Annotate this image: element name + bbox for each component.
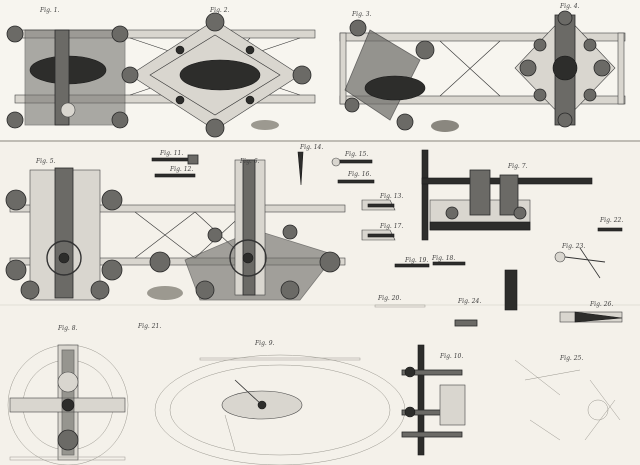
caption-fig-5: Fig. 5. (35, 158, 56, 165)
caption-fig-19: Fig. 19. (404, 257, 428, 264)
caption-fig-8: Fig. 8. (57, 325, 78, 332)
figure-4-drawing (514, 10, 616, 128)
figure-3-drawing (339, 19, 626, 132)
caption-fig-2: Fig. 2. (209, 7, 230, 14)
caption-fig-12: Fig. 12. (169, 166, 193, 173)
caption-fig-9: Fig. 9. (254, 340, 275, 347)
caption-fig-24: Fig. 24. (457, 298, 481, 305)
caption-fig-20: Fig. 20. (377, 295, 401, 302)
figure-2-drawing (121, 12, 312, 138)
caption-fig-22: Fig. 22. (599, 217, 623, 224)
figure-7-drawing (421, 149, 593, 241)
caption-fig-13: Fig. 13. (379, 193, 403, 200)
figure-5-drawing (5, 167, 346, 301)
caption-fig-26: Fig. 26. (589, 301, 613, 308)
caption-fig-3: Fig. 3. (351, 11, 372, 18)
figure-8-drawing (7, 344, 129, 465)
caption-fig-15: Fig. 15. (344, 151, 368, 158)
caption-fig-7: Fig. 7. (507, 163, 528, 170)
caption-fig-17: Fig. 17. (379, 223, 403, 230)
caption-fig-25: Fig. 25. (559, 355, 583, 362)
caption-fig-16: Fig. 16. (347, 171, 371, 178)
caption-fig-23: Fig. 23. (561, 243, 585, 250)
caption-fig-18: Fig. 18. (431, 255, 455, 262)
caption-fig-1: Fig. 1. (39, 7, 60, 14)
caption-fig-6: Fig. 6. (239, 158, 260, 165)
caption-fig-4: Fig. 4. (559, 3, 580, 10)
figure-10-drawing (401, 344, 466, 456)
caption-fig-21: Fig. 21. (137, 323, 161, 330)
caption-fig-14: Fig. 14. (299, 144, 323, 151)
figure-25-26-drawing (514, 359, 621, 441)
caption-fig-11: Fig. 11. (159, 150, 183, 157)
caption-fig-10: Fig. 10. (439, 353, 463, 360)
small-tool-figures (151, 151, 518, 327)
figure-6-drawing (149, 159, 341, 301)
figure-right-parts (554, 227, 623, 323)
figure-9-drawing (154, 354, 406, 465)
